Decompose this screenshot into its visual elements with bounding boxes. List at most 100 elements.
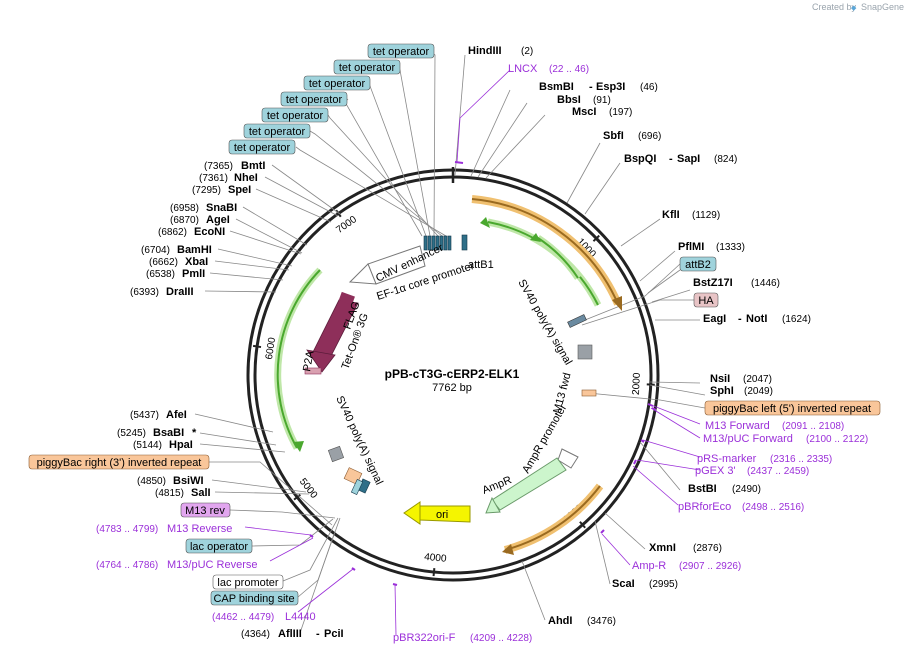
primer-pbr322ori-f: pBR322ori-F bbox=[393, 632, 456, 644]
lac-promoter-label: lac promoter bbox=[217, 577, 278, 589]
tet-operator-label-3: tet operator bbox=[309, 78, 366, 90]
enzyme-bamhi-pos: (6704) bbox=[141, 245, 170, 256]
piggybac-right-label: piggyBac right (3') inverted repeat bbox=[37, 457, 202, 469]
enzyme-eagi: EagI bbox=[703, 313, 726, 325]
enzyme-afliii: AflIII bbox=[278, 628, 302, 640]
enzyme-draiii: DraIII bbox=[166, 286, 194, 298]
enzyme-hpai-pos: (5144) bbox=[133, 440, 162, 451]
enzyme-bsmbi: BsmBI bbox=[539, 81, 574, 93]
enzyme-nhei: NheI bbox=[234, 172, 258, 184]
enzyme-bspqi-pos: (824) bbox=[714, 154, 737, 165]
enzyme-xbai: XbaI bbox=[185, 256, 208, 268]
primer-pbrforeco-pos: (2498 .. 2516) bbox=[742, 502, 804, 513]
enzyme-bsabi-pos: (5245) bbox=[117, 428, 146, 439]
primer-lncx: LNCX bbox=[508, 63, 538, 75]
enzyme-hpai: HpaI bbox=[169, 439, 193, 451]
primer-m13-reverse: M13 Reverse bbox=[167, 523, 232, 535]
inner-features bbox=[304, 234, 597, 525]
plasmid-name: pPB-cT3G-cERP2-ELK1 bbox=[385, 367, 520, 381]
primer-m13-reverse-pos: (4783 .. 4799) bbox=[96, 524, 158, 535]
tet-operator-label-7: tet operator bbox=[234, 142, 291, 154]
primer-amp-r-pos: (2907 .. 2926) bbox=[679, 561, 741, 572]
enzyme-bstbi-pos: (2490) bbox=[732, 484, 761, 495]
primer-prs-marker: pRS-marker bbox=[697, 453, 757, 465]
enzyme-econi: EcoNI bbox=[194, 226, 225, 238]
enzyme-scai-pos: (2995) bbox=[649, 579, 678, 590]
enzyme-noti-dash: - bbox=[738, 313, 742, 325]
enzyme-bmti-pos: (7365) bbox=[204, 161, 233, 172]
enzyme-esp3i: Esp3I bbox=[596, 81, 625, 93]
enzyme-bbsi: BbsI bbox=[557, 94, 581, 106]
enzyme-esp3i-dash: - bbox=[589, 81, 593, 93]
primer-marks bbox=[309, 161, 657, 586]
ring-tick-mark bbox=[252, 344, 262, 349]
credit-prefix: Created by bbox=[812, 2, 857, 12]
enzyme-afei-pos: (5437) bbox=[130, 410, 159, 421]
enzyme-bmti: BmtI bbox=[241, 160, 265, 172]
primer-prs-marker-pos: (2316 .. 2335) bbox=[770, 454, 832, 465]
enzyme-nsii-pos: (2047) bbox=[743, 374, 772, 385]
ring-tick-label: 2000 bbox=[631, 372, 643, 395]
piggybac-left-label: piggyBac left (5') inverted repeat bbox=[713, 403, 871, 415]
enzyme-msci: MscI bbox=[572, 106, 596, 118]
enzyme-xmni: XmnI bbox=[649, 542, 676, 554]
enzyme-nsii: NsiI bbox=[710, 373, 730, 385]
cap-binding-site-label: CAP binding site bbox=[213, 593, 294, 605]
enzyme-draiii-pos: (6393) bbox=[130, 287, 159, 298]
enzyme-sali: SalI bbox=[191, 487, 211, 499]
enzyme-sapi: SapI bbox=[677, 153, 700, 165]
enzyme-kfli: KflI bbox=[662, 209, 680, 221]
enzyme-bamhi: BamHI bbox=[177, 244, 212, 256]
enzyme-pmli-pos: (6538) bbox=[146, 269, 175, 280]
enzyme-sbfi: SbfI bbox=[603, 130, 624, 142]
ring-tick-mark bbox=[592, 234, 600, 242]
enzyme-bsabi-star: * bbox=[192, 427, 197, 439]
enzyme-bsiwi: BsiWI bbox=[173, 475, 204, 487]
enzyme-agei: AgeI bbox=[206, 214, 230, 226]
primer-m13-puc-reverse-pos: (4764 .. 4786) bbox=[96, 560, 158, 571]
tet-operator-label-2: tet operator bbox=[339, 62, 396, 74]
enzyme-agei-pos: (6870) bbox=[170, 215, 199, 226]
primer-m13-puc-forward: M13/pUC Forward bbox=[703, 433, 793, 445]
enzyme-sapi-dash: - bbox=[669, 153, 673, 165]
enzyme-pflmi: PflMI bbox=[678, 241, 704, 253]
enzyme-afei: AfeI bbox=[166, 409, 187, 421]
plasmid-size: 7762 bp bbox=[432, 382, 472, 394]
primer-pgex3: pGEX 3' bbox=[695, 465, 736, 477]
enzyme-bsabi: BsaBI bbox=[153, 427, 184, 439]
enzyme-msci-pos: (197) bbox=[609, 107, 632, 118]
primer-m13-puc-reverse: M13/pUC Reverse bbox=[167, 559, 257, 571]
enzyme-sbfi-pos: (696) bbox=[638, 131, 661, 142]
enzyme-bstz17i: BstZ17I bbox=[693, 277, 733, 289]
tet-operator-label-6: tet operator bbox=[249, 126, 306, 138]
enzyme-bspqi: BspQI bbox=[624, 153, 656, 165]
other-boxed-labels: attB2 HA piggyBac left (5') inverted rep… bbox=[28, 256, 881, 606]
outer-features bbox=[274, 195, 622, 555]
enzyme-hindiii: HindIII bbox=[468, 45, 502, 57]
snapgene-logo-icon: ◆ bbox=[851, 5, 857, 12]
enzyme-bsiwi-pos: (4850) bbox=[137, 476, 166, 487]
enzyme-spei-pos: (7295) bbox=[192, 185, 221, 196]
primer-amp-r: Amp-R bbox=[632, 560, 666, 572]
enzyme-pcii: PciI bbox=[324, 628, 344, 640]
ha-label: HA bbox=[698, 295, 714, 307]
primer-m13-forward: M13 Forward bbox=[705, 420, 770, 432]
enzyme-nhei-pos: (7361) bbox=[199, 173, 228, 184]
enzyme-pflmi-pos: (1333) bbox=[716, 242, 745, 253]
attB2-label: attB2 bbox=[685, 259, 711, 271]
enzyme-hindiii-pos: (2) bbox=[521, 46, 533, 57]
enzyme-scai: ScaI bbox=[612, 578, 635, 590]
primer-pgex3-pos: (2437 .. 2459) bbox=[747, 466, 809, 477]
enzyme-xmni-pos: (2876) bbox=[693, 543, 722, 554]
tet-operator-label-4: tet operator bbox=[286, 94, 343, 106]
enzyme-xbai-pos: (6662) bbox=[149, 257, 178, 268]
enzyme-bbsi-pos: (91) bbox=[593, 95, 611, 106]
ring-tick-mark bbox=[579, 521, 586, 529]
attB1-label: attB1 bbox=[468, 259, 494, 271]
ring-tick-label: 4000 bbox=[424, 552, 448, 565]
ring-tick-mark bbox=[293, 493, 301, 501]
leader-lines bbox=[194, 50, 706, 634]
credit-brand: SnapGene bbox=[861, 2, 904, 12]
enzyme-ahdi: AhdI bbox=[548, 615, 572, 627]
